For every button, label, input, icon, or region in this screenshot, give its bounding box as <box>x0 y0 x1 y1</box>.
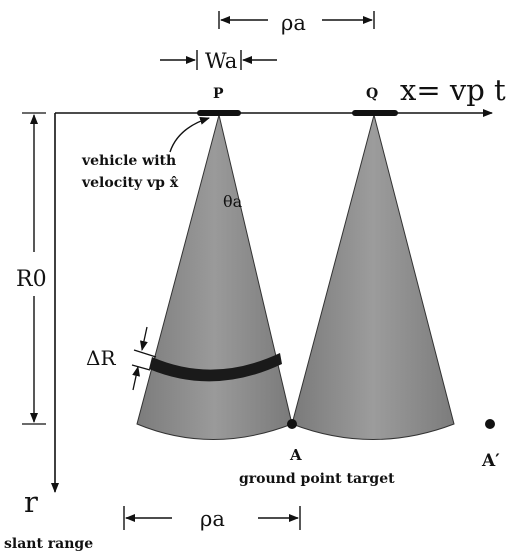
p-label: P <box>213 86 224 102</box>
slant-range-label: slant range <box>4 536 93 552</box>
antenna-p <box>197 110 241 116</box>
cone-p <box>136 114 293 440</box>
vehicle-label-line2: velocity vp x̂ <box>81 175 179 191</box>
delta-r-arrow-down <box>140 326 148 351</box>
rho-bottom-label: ρa <box>200 507 225 531</box>
theta-label: θa <box>223 192 243 211</box>
delta-r-label: ΔR <box>86 346 116 370</box>
antenna-q <box>352 110 398 116</box>
r-axis-label: r <box>24 485 38 519</box>
vehicle-pointer-arrow <box>169 116 210 153</box>
rho-top-label: ρa <box>281 11 306 35</box>
delta-r-tick-top <box>133 349 157 358</box>
vehicle-label-line1: vehicle with <box>81 153 176 169</box>
ground-target-label: ground point target <box>239 471 395 487</box>
r0-label: R0 <box>16 267 47 292</box>
delta-r-tick-bottom <box>131 364 151 371</box>
delta-r-arrow-up <box>132 366 140 391</box>
cone-q <box>291 113 455 440</box>
point-a <box>287 419 297 429</box>
point-a-prime <box>485 419 495 429</box>
q-label: Q <box>366 86 378 102</box>
delta-r-band <box>149 353 282 382</box>
a-label: A <box>289 446 302 464</box>
x-axis-label: x= vp t <box>400 73 506 107</box>
wa-label: Wa <box>205 49 237 73</box>
a-prime-label: A′ <box>481 451 500 471</box>
